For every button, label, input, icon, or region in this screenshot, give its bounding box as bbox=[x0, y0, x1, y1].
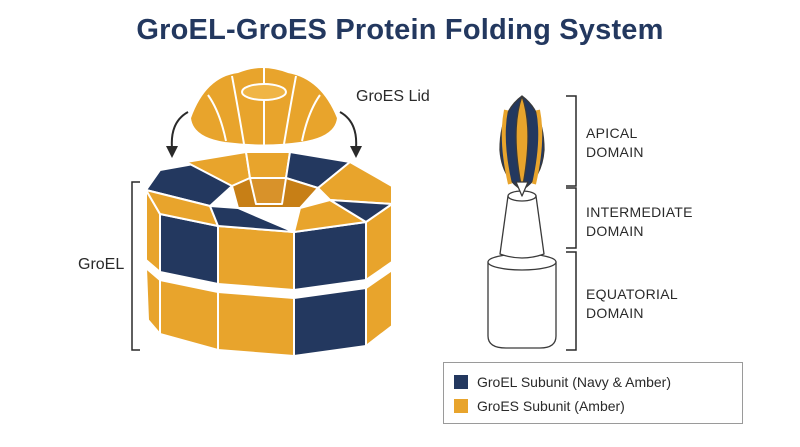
curved-arrow-icon bbox=[170, 111, 358, 149]
equatorial-domain-label: EQUATORIAL DOMAIN bbox=[586, 285, 678, 323]
legend-swatch-navy bbox=[454, 375, 468, 389]
intermediate-line-1: INTERMEDIATE bbox=[586, 204, 693, 220]
diagram-title: GroEL-GroES Protein Folding System bbox=[136, 14, 664, 46]
equatorial-line-2: DOMAIN bbox=[586, 305, 644, 321]
legend-label-groes: GroES Subunit (Amber) bbox=[477, 398, 625, 414]
legend-item-groes: GroES Subunit (Amber) bbox=[454, 396, 625, 416]
legend: GroEL Subunit (Navy & Amber) GroES Subun… bbox=[443, 362, 743, 424]
groel-subunit-illustration bbox=[487, 95, 557, 349]
domain-brackets bbox=[566, 95, 577, 351]
equatorial-line-1: EQUATORIAL bbox=[586, 286, 678, 302]
groes-lid bbox=[189, 66, 339, 147]
apical-domain-label: APICAL DOMAIN bbox=[586, 124, 644, 162]
legend-item-groel: GroEL Subunit (Navy & Amber) bbox=[454, 372, 671, 392]
groel-bracket bbox=[131, 181, 140, 351]
groes-lid-label: GroES Lid bbox=[356, 88, 430, 105]
intermediate-line-2: DOMAIN bbox=[586, 223, 644, 239]
legend-swatch-amber bbox=[454, 399, 468, 413]
apical-line-2: DOMAIN bbox=[586, 144, 644, 160]
intermediate-domain-label: INTERMEDIATE DOMAIN bbox=[586, 203, 693, 241]
legend-label-groel: GroEL Subunit (Navy & Amber) bbox=[477, 374, 672, 390]
groel-label: GroEL bbox=[78, 256, 125, 273]
groel-barrel bbox=[145, 151, 393, 357]
apical-line-1: APICAL bbox=[586, 125, 638, 141]
